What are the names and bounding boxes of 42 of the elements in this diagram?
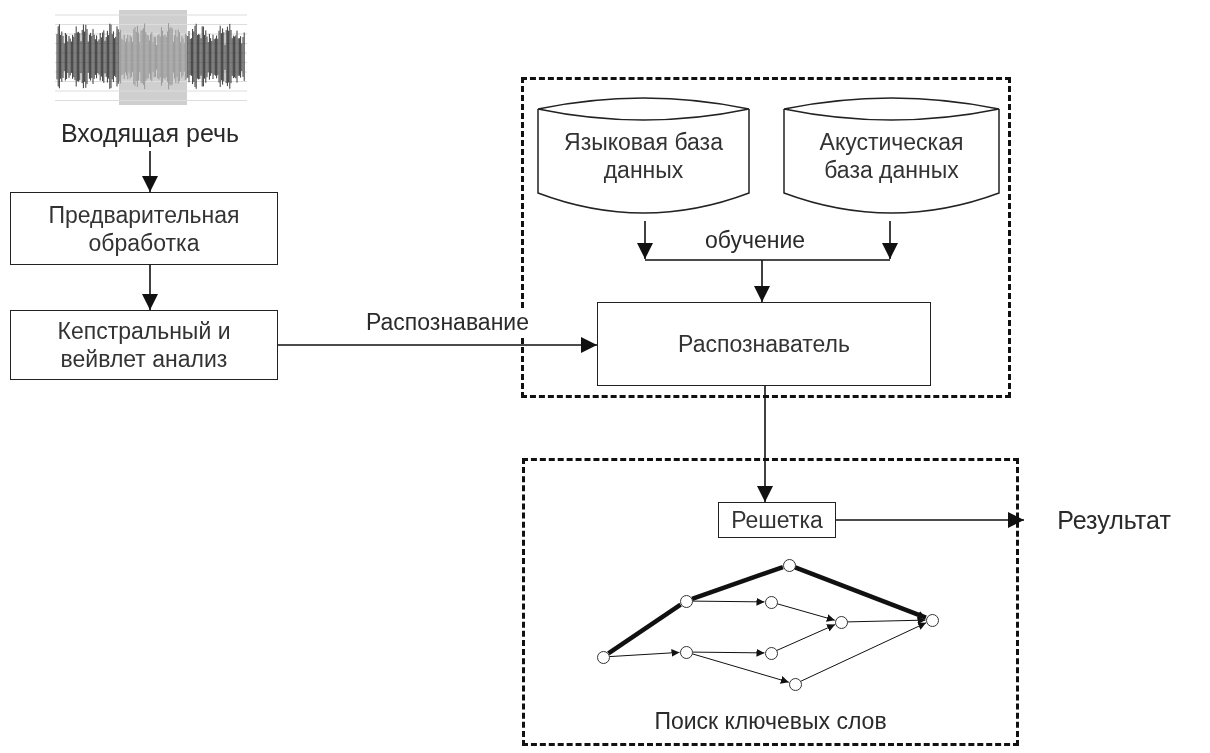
arrow bbox=[692, 597, 765, 606]
arrow bbox=[637, 220, 653, 260]
lattice-node-circle bbox=[679, 594, 693, 608]
process-box bbox=[718, 502, 836, 538]
text-label: обучение bbox=[705, 226, 806, 254]
arrow bbox=[691, 653, 790, 684]
node-text: Поиск ключевых слов bbox=[653, 707, 888, 735]
process-box bbox=[597, 302, 931, 386]
lattice-node-circle bbox=[788, 677, 802, 691]
lattice-node-circle bbox=[834, 615, 848, 629]
edge-label: Распознавание bbox=[366, 308, 529, 336]
process-box bbox=[10, 192, 278, 265]
arrow bbox=[277, 337, 598, 353]
arrow bbox=[692, 648, 765, 657]
arrow bbox=[835, 512, 1025, 528]
node-text: Распознаватель bbox=[677, 330, 851, 358]
node-text: Решетка bbox=[730, 506, 824, 534]
arrow bbox=[800, 622, 927, 682]
node-text: Входящая речь bbox=[60, 119, 240, 147]
lattice-node-circle bbox=[679, 645, 693, 659]
arrow bbox=[882, 220, 898, 260]
lattice-node-circle bbox=[764, 595, 778, 609]
lattice-node-circle bbox=[782, 558, 796, 572]
node-text: Предварительная обработка bbox=[47, 200, 241, 257]
arrow bbox=[776, 624, 836, 651]
arrow bbox=[142, 150, 158, 193]
lattice-node-circle bbox=[764, 646, 778, 660]
arrow bbox=[847, 616, 926, 625]
node-text: Результат bbox=[1057, 506, 1171, 534]
process-box bbox=[10, 310, 278, 380]
node-text: Кепстральный и вейвлет анализ bbox=[56, 317, 232, 373]
arrow bbox=[609, 648, 680, 658]
lattice-node-circle bbox=[596, 650, 610, 664]
arrow bbox=[794, 565, 927, 620]
dashed-group-box bbox=[522, 458, 1019, 746]
arrow bbox=[644, 259, 891, 303]
arrow bbox=[776, 603, 836, 622]
node-text: Языковая база данных bbox=[563, 128, 724, 184]
lattice-node-circle bbox=[925, 613, 939, 627]
arrow bbox=[757, 385, 773, 503]
node-text: Акустическая база данных bbox=[818, 128, 965, 184]
arrow bbox=[142, 264, 158, 311]
